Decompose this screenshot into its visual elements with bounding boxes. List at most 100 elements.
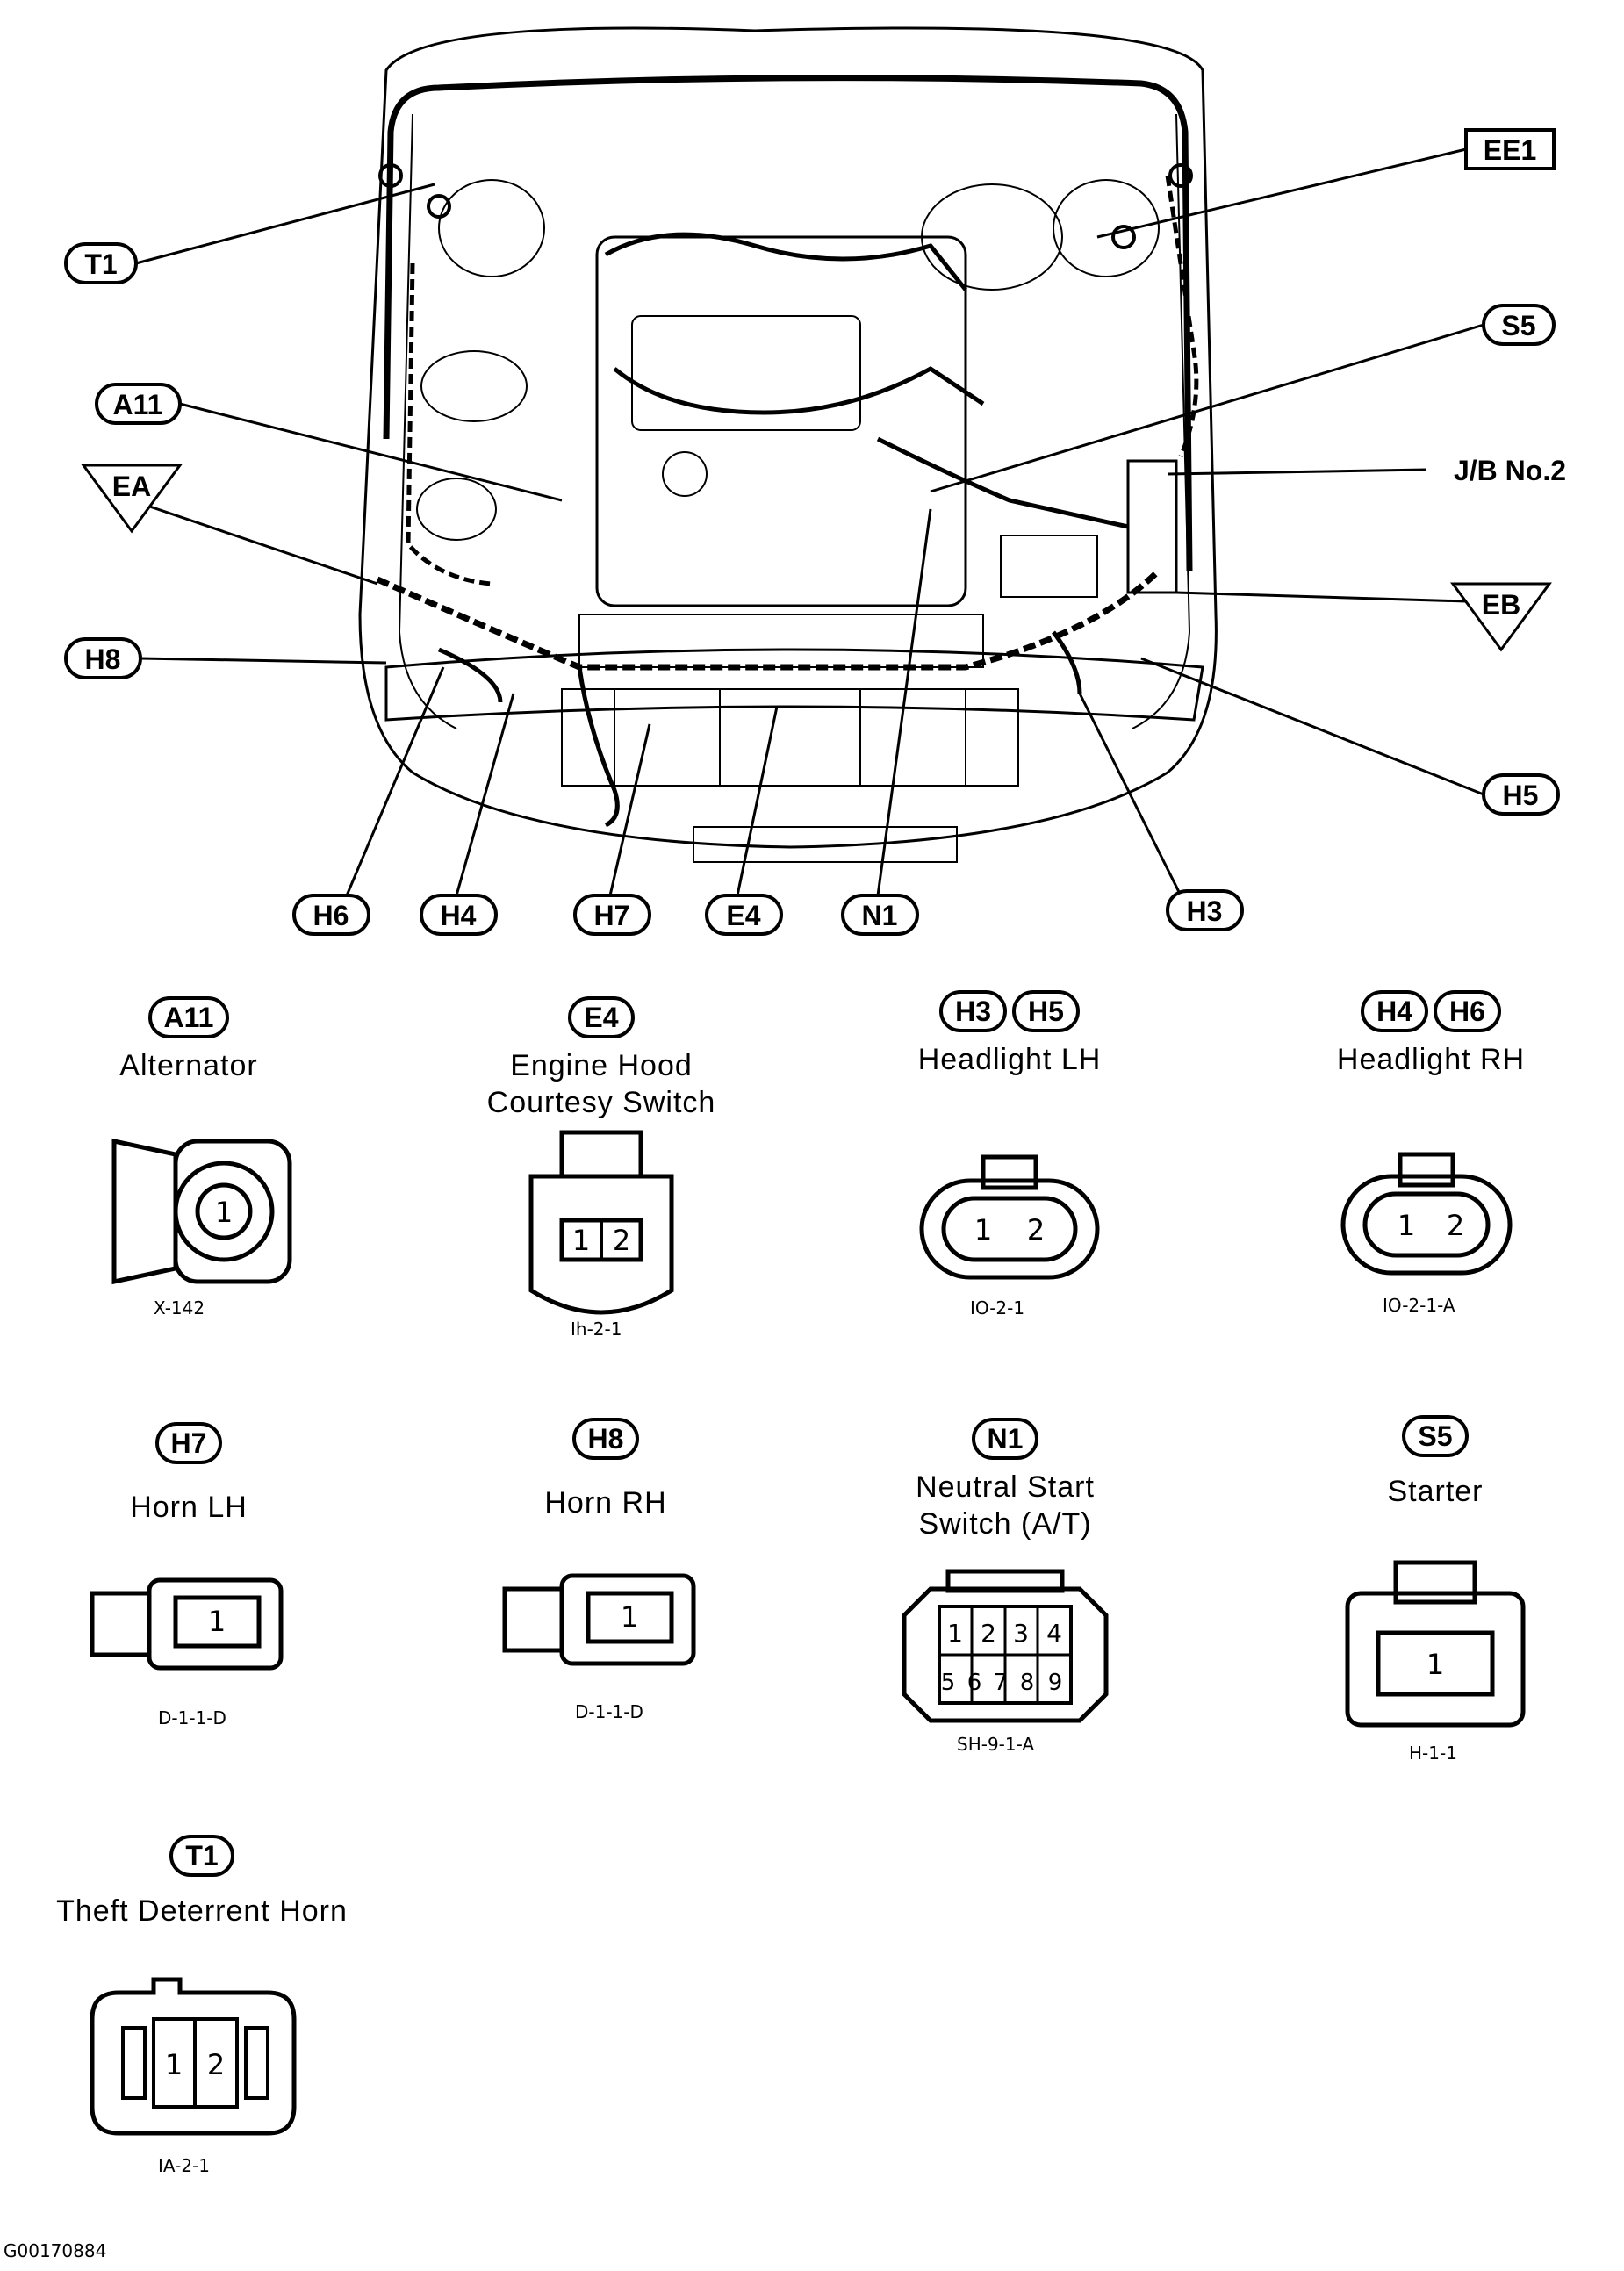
connector-h3-h5-latch (981, 1154, 1038, 1190)
callout-h6: H6 (313, 900, 349, 931)
callout-ee1: EE1 (1484, 134, 1536, 166)
connector-s5: S5 Starter (1317, 1415, 1554, 1510)
leader-h7 (608, 723, 651, 896)
connector-h7-shape: 1 (90, 1577, 284, 1671)
connector-n1-pin: 6 (967, 1670, 982, 1696)
leader-a11 (179, 402, 563, 502)
connector-h3-h5-inner (941, 1196, 1078, 1262)
callout-n1: N1 (862, 900, 898, 931)
connector-tag: H6 (1434, 990, 1501, 1032)
connector-tag: T1 (169, 1835, 234, 1877)
battery (1000, 535, 1098, 598)
connector-n1-pin: 9 (1048, 1670, 1063, 1696)
connector-h4-h6-latch (1398, 1152, 1455, 1188)
connector-t1-side-slot (244, 2026, 269, 2100)
connector-n1-pin: 8 (1020, 1670, 1035, 1696)
callout-eb: EB (1482, 589, 1520, 621)
connector-name: Horn RH (544, 1486, 667, 1520)
leader-n1 (876, 508, 932, 896)
grommet (1168, 163, 1193, 188)
leader-e4 (736, 706, 779, 896)
connector-a11-pin-ring (195, 1182, 253, 1240)
callout-a11: A11 (113, 389, 163, 420)
connector-name: Engine Hood Courtesy Switch (486, 1049, 716, 1119)
connector-a11-shape: 1 (111, 1138, 292, 1285)
connector-n1-top-rail (945, 1569, 1065, 1593)
harness-headlight-left (438, 647, 503, 703)
connector-t1-side-slot (121, 2026, 147, 2100)
connector-n1-pin: 2 (981, 1619, 996, 1648)
callout-s5: S5 (1501, 310, 1535, 341)
connector-name: Headlight RH (1336, 1043, 1526, 1076)
connector-name: Neutral Start Switch (A/T) (916, 1470, 1095, 1541)
connector-tag: H3 (939, 990, 1007, 1032)
harness-headlight-right (1051, 630, 1082, 694)
connector-h8-pin-frame (586, 1591, 674, 1644)
connector-code: SH-9-1-A (957, 1734, 1035, 1755)
connector-a11: A11 Alternator (70, 996, 307, 1084)
leader-ea (131, 499, 378, 586)
connector-h4-h6-shape: 1 2 (1340, 1152, 1513, 1276)
connector-h4-h6-pin: 1 (1398, 1209, 1415, 1242)
connector-code: IO-2-1 (970, 1297, 1025, 1319)
figure-id: G00170884 (4, 2240, 107, 2261)
connector-h8-shape: 1 (502, 1573, 696, 1666)
connector-s5-shape: 1 (1345, 1560, 1526, 1728)
callout-h5: H5 (1503, 780, 1539, 811)
connector-t1-housing (90, 1977, 297, 2136)
connector-h4-h6-pin: 2 (1447, 1209, 1464, 1242)
connector-name: Theft Deterrent Horn (56, 1894, 348, 1928)
connector-h4-h6-inner (1362, 1191, 1491, 1258)
connector-n1-pin: 4 (1046, 1619, 1062, 1648)
callout-ea: EA (112, 471, 151, 502)
connector-h4-h6-outer (1340, 1174, 1513, 1276)
connector-s5-pin: 1 (1426, 1648, 1444, 1681)
connector-h7-pin-frame (173, 1595, 262, 1649)
callout-h5-box (1482, 773, 1560, 816)
grommet (378, 163, 403, 188)
harness-engine-2 (613, 366, 985, 415)
callout-h6-box (292, 894, 370, 936)
leader-h4 (455, 693, 515, 896)
license-plate-area (693, 826, 958, 863)
connector-code: X-142 (154, 1297, 205, 1319)
connector-name: Headlight LH (917, 1043, 1102, 1076)
reservoir-left (420, 350, 528, 422)
connector-t1-shape: 1 2 (90, 1977, 297, 2136)
callout-h7: H7 (594, 900, 630, 931)
callout-h7-box (573, 894, 651, 936)
inner-fender-right (1132, 113, 1191, 729)
radiator (578, 614, 984, 668)
air-cleaner (921, 183, 1063, 291)
connector-code: D-1-1-D (575, 1701, 643, 1722)
callout-ee1-box (1464, 128, 1556, 170)
callout-a11-box (95, 383, 182, 425)
leader-s5 (930, 323, 1484, 493)
leader-jb2 (1167, 468, 1427, 476)
callout-n1-box (841, 894, 919, 936)
connector-code: D-1-1-D (158, 1707, 226, 1728)
connector-name: Horn LH (130, 1491, 248, 1524)
connector-e4-body (528, 1174, 674, 1315)
leader-lines (131, 147, 1484, 896)
harness-main (383, 75, 1193, 571)
connector-tag: S5 (1402, 1415, 1469, 1457)
connector-s5-housing (1345, 1591, 1526, 1728)
connector-a11-pin: 1 (215, 1196, 233, 1229)
connector-h8-pin: 1 (621, 1600, 638, 1634)
harness-right (1165, 175, 1199, 457)
vehicle-body-outline (358, 26, 1218, 849)
connector-n1-housing (902, 1586, 1109, 1723)
connector-h8-latch (502, 1586, 564, 1653)
inner-fender-left (398, 113, 457, 729)
callout-jb2: J/B No.2 (1454, 455, 1566, 486)
callout-h3: H3 (1187, 895, 1223, 927)
connector-name: Starter (1387, 1475, 1484, 1508)
connector-n1-pin: 3 (1013, 1619, 1029, 1648)
connector-code: Ih-2-1 (571, 1319, 622, 1340)
connector-name: Alternator (119, 1049, 258, 1082)
connector-code: H-1-1 (1409, 1743, 1457, 1764)
oil-filler-cap (662, 451, 708, 497)
connector-tag: H5 (1012, 990, 1080, 1032)
leader-h8 (140, 657, 387, 665)
